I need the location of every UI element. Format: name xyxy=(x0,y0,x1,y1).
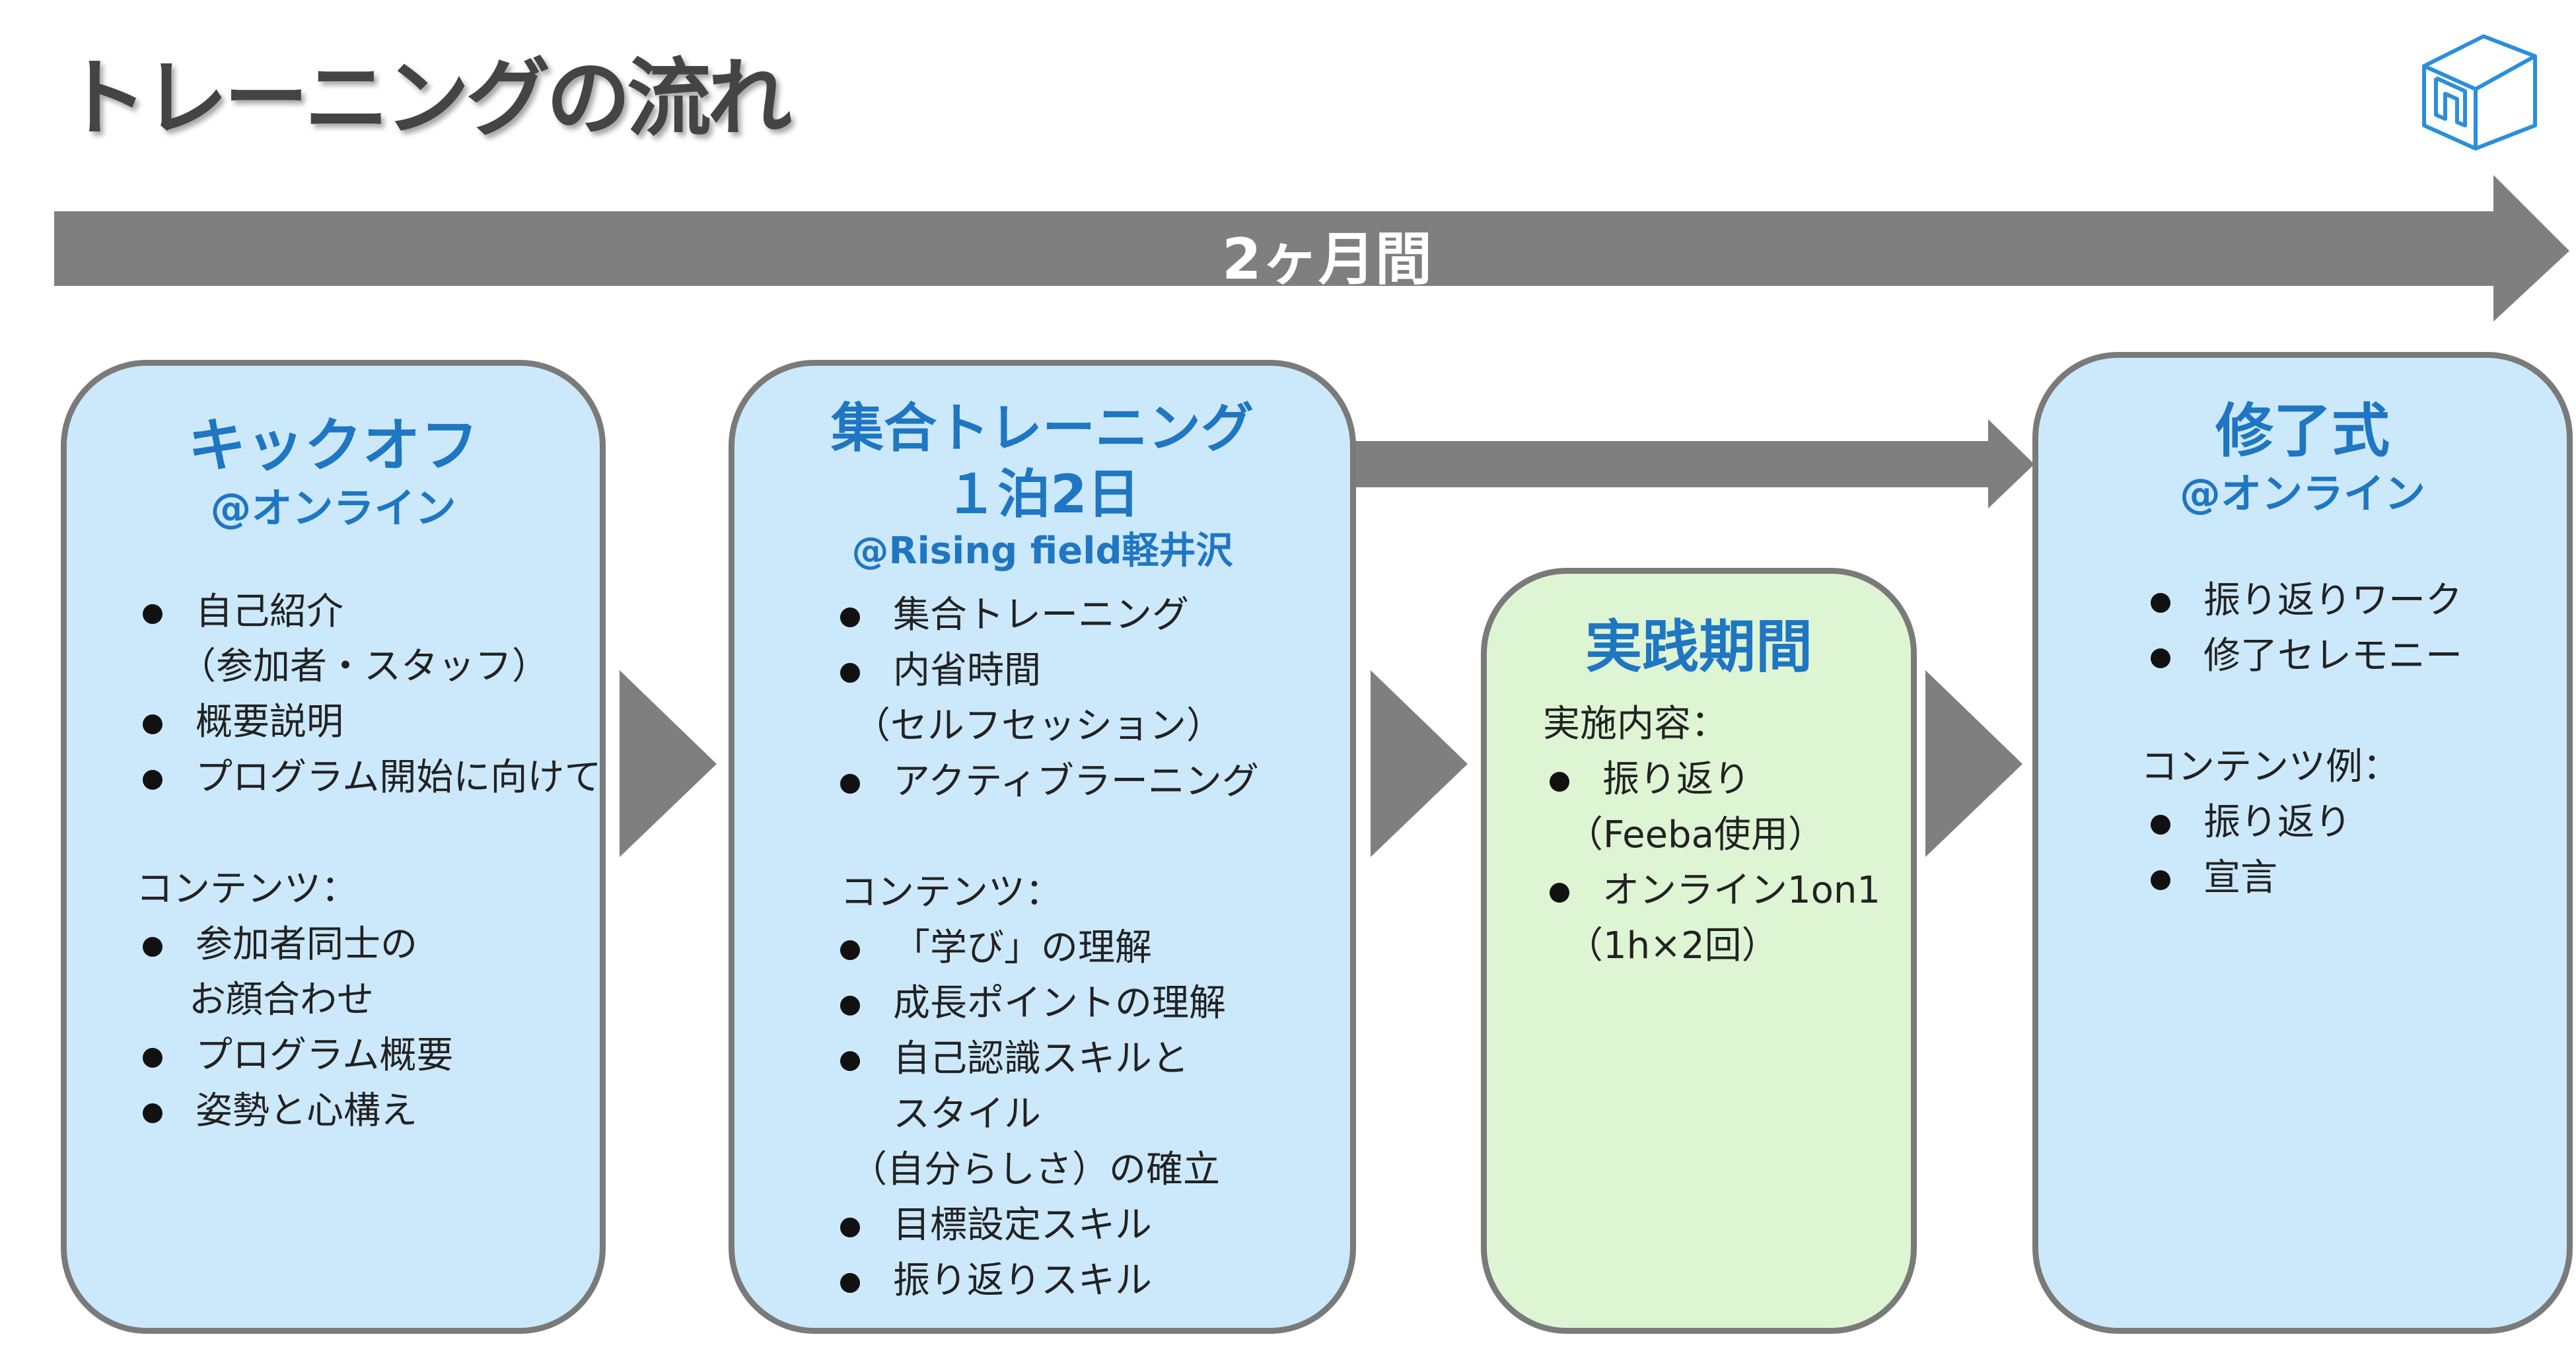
training-item-note: （セルフセッション） xyxy=(853,705,1223,747)
kickoff-content-item: 参加者同士の xyxy=(143,923,417,966)
step-arrow-3 xyxy=(1925,670,2022,857)
training-content-item: 「学び」の理解 xyxy=(840,926,1152,969)
kickoff-box: キックオフ @オンライン 自己紹介 （参加者・スタッフ） 概要説明 プログラム開… xyxy=(61,360,606,1334)
practice-detail-label: 実施内容： xyxy=(1543,703,1728,745)
ceremony-subtitle: @オンライン xyxy=(2179,469,2425,518)
training-item: 集合トレーニング xyxy=(840,594,1189,637)
page-title: トレーニングの流れ xyxy=(63,50,792,148)
kickoff-content-item-cont: お顔合わせ xyxy=(189,979,374,1021)
training-subtitle: @Rising field軽井沢 xyxy=(851,530,1233,572)
training-content-item: 自己認識スキルと xyxy=(840,1037,1189,1080)
practice-item: オンライン1on1 xyxy=(1549,869,1881,912)
ceremony-content-item: 振り返り xyxy=(2151,801,2351,844)
training-content-item: 成長ポイントの理解 xyxy=(840,982,1226,1025)
kickoff-item: プログラム開始に向けて xyxy=(142,756,602,799)
ceremony-title: 修了式 xyxy=(2215,397,2390,465)
training-box: 集合トレーニング １泊2日 @Rising field軽井沢 集合トレーニング … xyxy=(729,360,1356,1334)
kickoff-subtitle: @オンライン xyxy=(210,484,456,532)
step-arrow-2 xyxy=(1371,670,1468,857)
step-arrow-1 xyxy=(620,670,717,857)
training-contents-label: コンテンツ： xyxy=(840,871,1062,914)
training-content-item-cont: （自分らしさ）の確立 xyxy=(850,1148,1220,1191)
kickoff-title: キックオフ xyxy=(188,411,479,479)
kickoff-contents-label: コンテンツ： xyxy=(136,868,358,911)
ceremony-item: 修了セレモニー xyxy=(2151,635,2462,677)
timeline-label: 2ヶ月間 xyxy=(1222,226,1432,293)
practice-item-note: （Feeba使用） xyxy=(1566,813,1825,856)
cube-logo-icon xyxy=(2422,34,2537,151)
training-content-item: 振り返りスキル xyxy=(840,1259,1152,1302)
training-content-item-cont: スタイル xyxy=(893,1093,1041,1136)
training-item: アクティブラーニング xyxy=(840,760,1259,803)
ceremony-content-item: 宣言 xyxy=(2151,856,2277,899)
kickoff-item: 概要説明 xyxy=(143,701,343,743)
training-duration: １泊2日 xyxy=(945,464,1140,525)
kickoff-item-note: （参加者・スタッフ） xyxy=(179,645,549,688)
practice-box: 実践期間 実施内容： 振り返り （Feeba使用） オンライン1on1 （1h×… xyxy=(1481,568,1917,1334)
training-title: 集合トレーニング xyxy=(831,397,1254,459)
practice-item-note: （1h×2回） xyxy=(1566,924,1779,967)
kickoff-content-item: プログラム概要 xyxy=(142,1034,454,1077)
ceremony-item: 振り返りワーク xyxy=(2151,579,2462,622)
training-item: 内省時間 xyxy=(840,649,1041,692)
kickoff-item: 自己紹介 xyxy=(143,590,343,633)
kickoff-content-item: 姿勢と心構え xyxy=(143,1089,417,1132)
ceremony-box: 修了式 @オンライン 振り返りワーク 修了セレモニー コンテンツ例： 振り返り … xyxy=(2032,352,2573,1334)
training-to-ceremony-arrow xyxy=(1354,419,2034,508)
practice-title: 実践期間 xyxy=(1585,614,1812,680)
timeline-arrow xyxy=(54,175,2569,322)
training-content-item: 目標設定スキル xyxy=(840,1204,1152,1247)
practice-item: 振り返り xyxy=(1550,758,1750,801)
ceremony-contents-label: コンテンツ例： xyxy=(2141,745,2400,788)
